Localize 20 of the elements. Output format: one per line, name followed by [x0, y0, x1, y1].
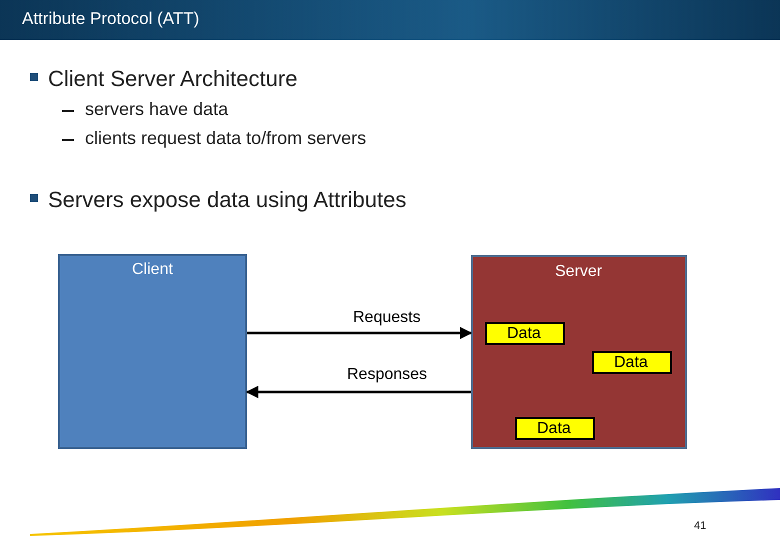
page-number: 41: [694, 520, 706, 532]
data-box: [592, 351, 672, 374]
data-box: [485, 322, 565, 345]
slide-title: Attribute Protocol (ATT): [22, 9, 200, 29]
arrow: [247, 326, 472, 340]
data-box: [515, 417, 595, 440]
bullet-text: servers have data: [85, 99, 228, 120]
node-label: Server: [555, 263, 602, 281]
edge-label: Requests: [351, 309, 423, 327]
edge-label: Responses: [345, 366, 430, 384]
bullet-text: Client Server Architecture: [48, 66, 298, 92]
node-label: Data: [614, 354, 648, 372]
client-box: [58, 254, 247, 449]
node-label: Data: [537, 420, 571, 438]
server-box: [471, 255, 687, 449]
bullet-text: clients request data to/from servers: [85, 128, 366, 149]
bullet-text: Servers expose data using Attributes: [48, 187, 406, 213]
arrow: [246, 386, 471, 398]
node-label: Client: [132, 261, 173, 279]
node-label: Data: [507, 325, 541, 343]
